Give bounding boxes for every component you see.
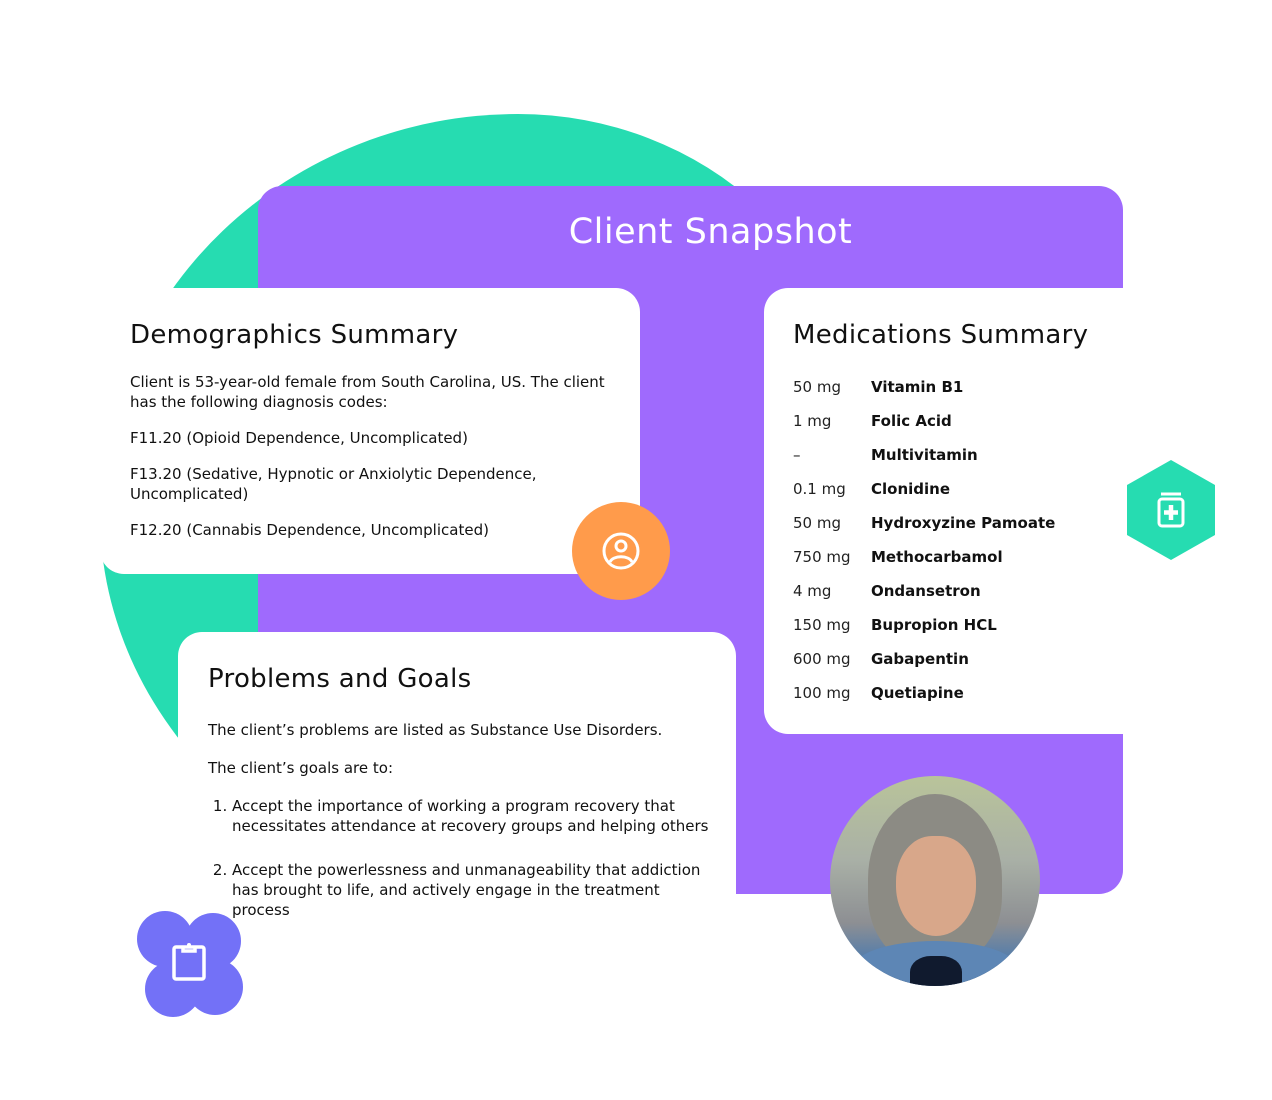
medication-dose: 0.1 mg [793,480,846,498]
medication-row: 50 mg Hydroxyzine Pamoate [793,506,1055,540]
medication-dose: 150 mg [793,616,851,634]
client-photo [830,776,1040,986]
medication-name: Quetiapine [871,684,964,702]
medication-row: 50 mg Vitamin B1 [793,370,1055,404]
medication-dose: 50 mg [793,378,841,396]
medication-name: Ondansetron [871,582,981,600]
medication-row: 750 mg Methocarbamol [793,540,1055,574]
medication-name: Vitamin B1 [871,378,964,396]
demographics-card: Demographics Summary Client is 53-year-o… [100,288,640,574]
user-circle-icon [602,532,640,570]
medication-dose: 600 mg [793,650,851,668]
medicine-bottle-icon [1157,492,1185,528]
medication-row: 600 mg Gabapentin [793,642,1055,676]
medication-name: Clonidine [871,480,951,498]
medication-row: 1 mg Folic Acid [793,404,1055,438]
demographics-title: Demographics Summary [130,320,459,350]
goal-item: Accept the importance of working a progr… [232,796,718,836]
problems-text: The client’s problems are listed as Subs… [208,721,663,739]
medication-row: – Multivitamin [793,438,1055,472]
page-title: Client Snapshot [568,212,853,252]
medication-dose: 750 mg [793,548,851,566]
medication-name: Gabapentin [871,650,969,668]
diagnosis-code: F12.20 (Cannabis Dependence, Uncomplicat… [130,521,489,539]
diagnosis-code: F11.20 (Opioid Dependence, Uncomplicated… [130,429,468,447]
medications-list: 50 mg Vitamin B1 1 mg Folic Acid – Multivit… [793,370,1055,710]
medication-name: Methocarbamol [871,548,1003,566]
medication-row: 4 mg Ondansetron [793,574,1055,608]
goal-item: Accept the powerlessness and unmanageabi… [232,860,718,920]
medication-row: 0.1 mg Clonidine [793,472,1055,506]
medication-dose: 4 mg [793,582,832,600]
clipboard-icon [172,943,206,981]
medication-dose: 100 mg [793,684,851,702]
medication-dose: 1 mg [793,412,832,430]
medication-name: Multivitamin [871,446,978,464]
medications-title: Medications Summary [793,320,1089,350]
diagnosis-code: F13.20 (Sedative, Hypnotic or Anxiolytic… [130,465,537,503]
medications-card: Medications Summary 50 mg Vitamin B1 1 mg… [764,288,1172,734]
problems-goals-card: Problems and Goals The client’s problems… [178,632,736,982]
medication-row: 100 mg Quetiapine [793,676,1055,710]
goals-list: Accept the importance of working a progr… [208,796,718,920]
clipboard-badge [137,911,243,1017]
demographics-intro: Client is 53-year-old female from South … [130,373,605,411]
medication-name: Hydroxyzine Pamoate [871,514,1056,532]
medication-dose: 50 mg [793,514,841,532]
medication-dose: – [793,446,801,464]
medication-row: 150 mg Bupropion HCL [793,608,1055,642]
user-circle-badge [572,502,670,600]
medication-name: Bupropion HCL [871,616,997,634]
goals-intro: The client’s goals are to: [208,759,393,777]
medication-name: Folic Acid [871,412,952,430]
problems-title: Problems and Goals [208,664,472,694]
